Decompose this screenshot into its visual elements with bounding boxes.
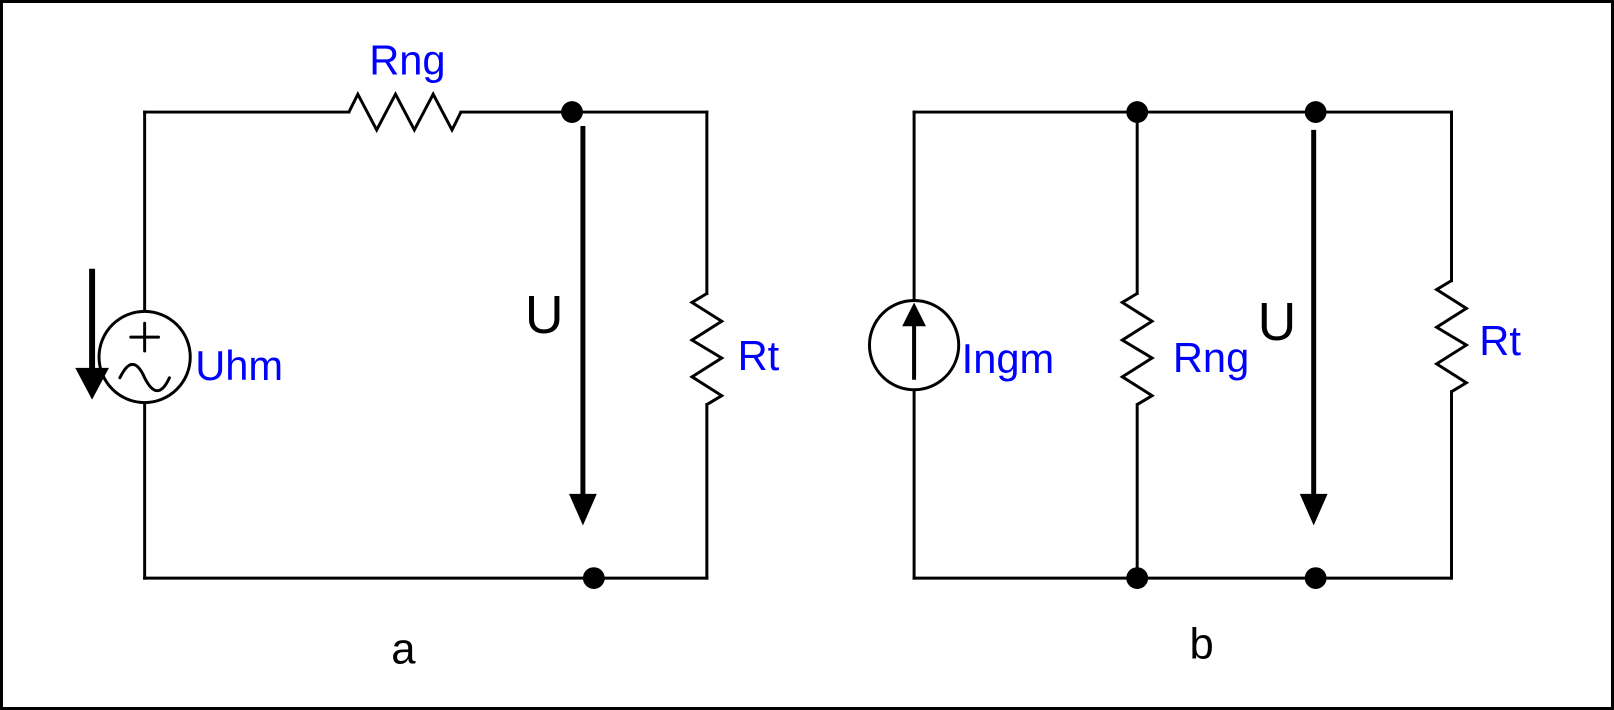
- circuit-b: Ingm Rng Rt U b: [867, 101, 1521, 668]
- label-rng-b: Rng: [1173, 334, 1249, 381]
- label-u-a: U: [525, 286, 564, 345]
- plus-icon: [129, 321, 161, 353]
- resistor-rt-a: [689, 292, 725, 406]
- sine-wave-icon: [118, 362, 171, 393]
- label-rng-a: Rng: [369, 36, 445, 83]
- source-current-arrow-head-icon: [75, 367, 109, 400]
- voltage-arrow-head-icon-a: [569, 493, 597, 526]
- resistor-rt-b: [1433, 279, 1470, 393]
- junction-dot-top-u-b: [1304, 101, 1327, 123]
- circuit-diagram: Rng Uhm Rt U a: [75, 36, 1521, 673]
- junction-dot-bottom-u-b: [1304, 567, 1327, 590]
- circuit-a: Rng Uhm Rt U a: [75, 36, 780, 673]
- label-rt-b: Rt: [1479, 317, 1521, 364]
- label-uhm: Uhm: [195, 342, 283, 389]
- caption-a: a: [391, 625, 416, 673]
- resistor-rng-b: [1119, 292, 1155, 406]
- current-source-arrow-head-icon: [902, 302, 926, 327]
- junction-dot-top-a: [561, 101, 583, 123]
- resistor-rng-a: [347, 90, 463, 134]
- junction-dot-bottom-a: [582, 567, 605, 590]
- voltage-arrow-head-icon-b: [1299, 493, 1328, 526]
- label-ingm: Ingm: [962, 335, 1055, 382]
- label-rt-a: Rt: [738, 332, 780, 379]
- caption-b: b: [1190, 620, 1214, 668]
- label-u-b: U: [1258, 293, 1297, 352]
